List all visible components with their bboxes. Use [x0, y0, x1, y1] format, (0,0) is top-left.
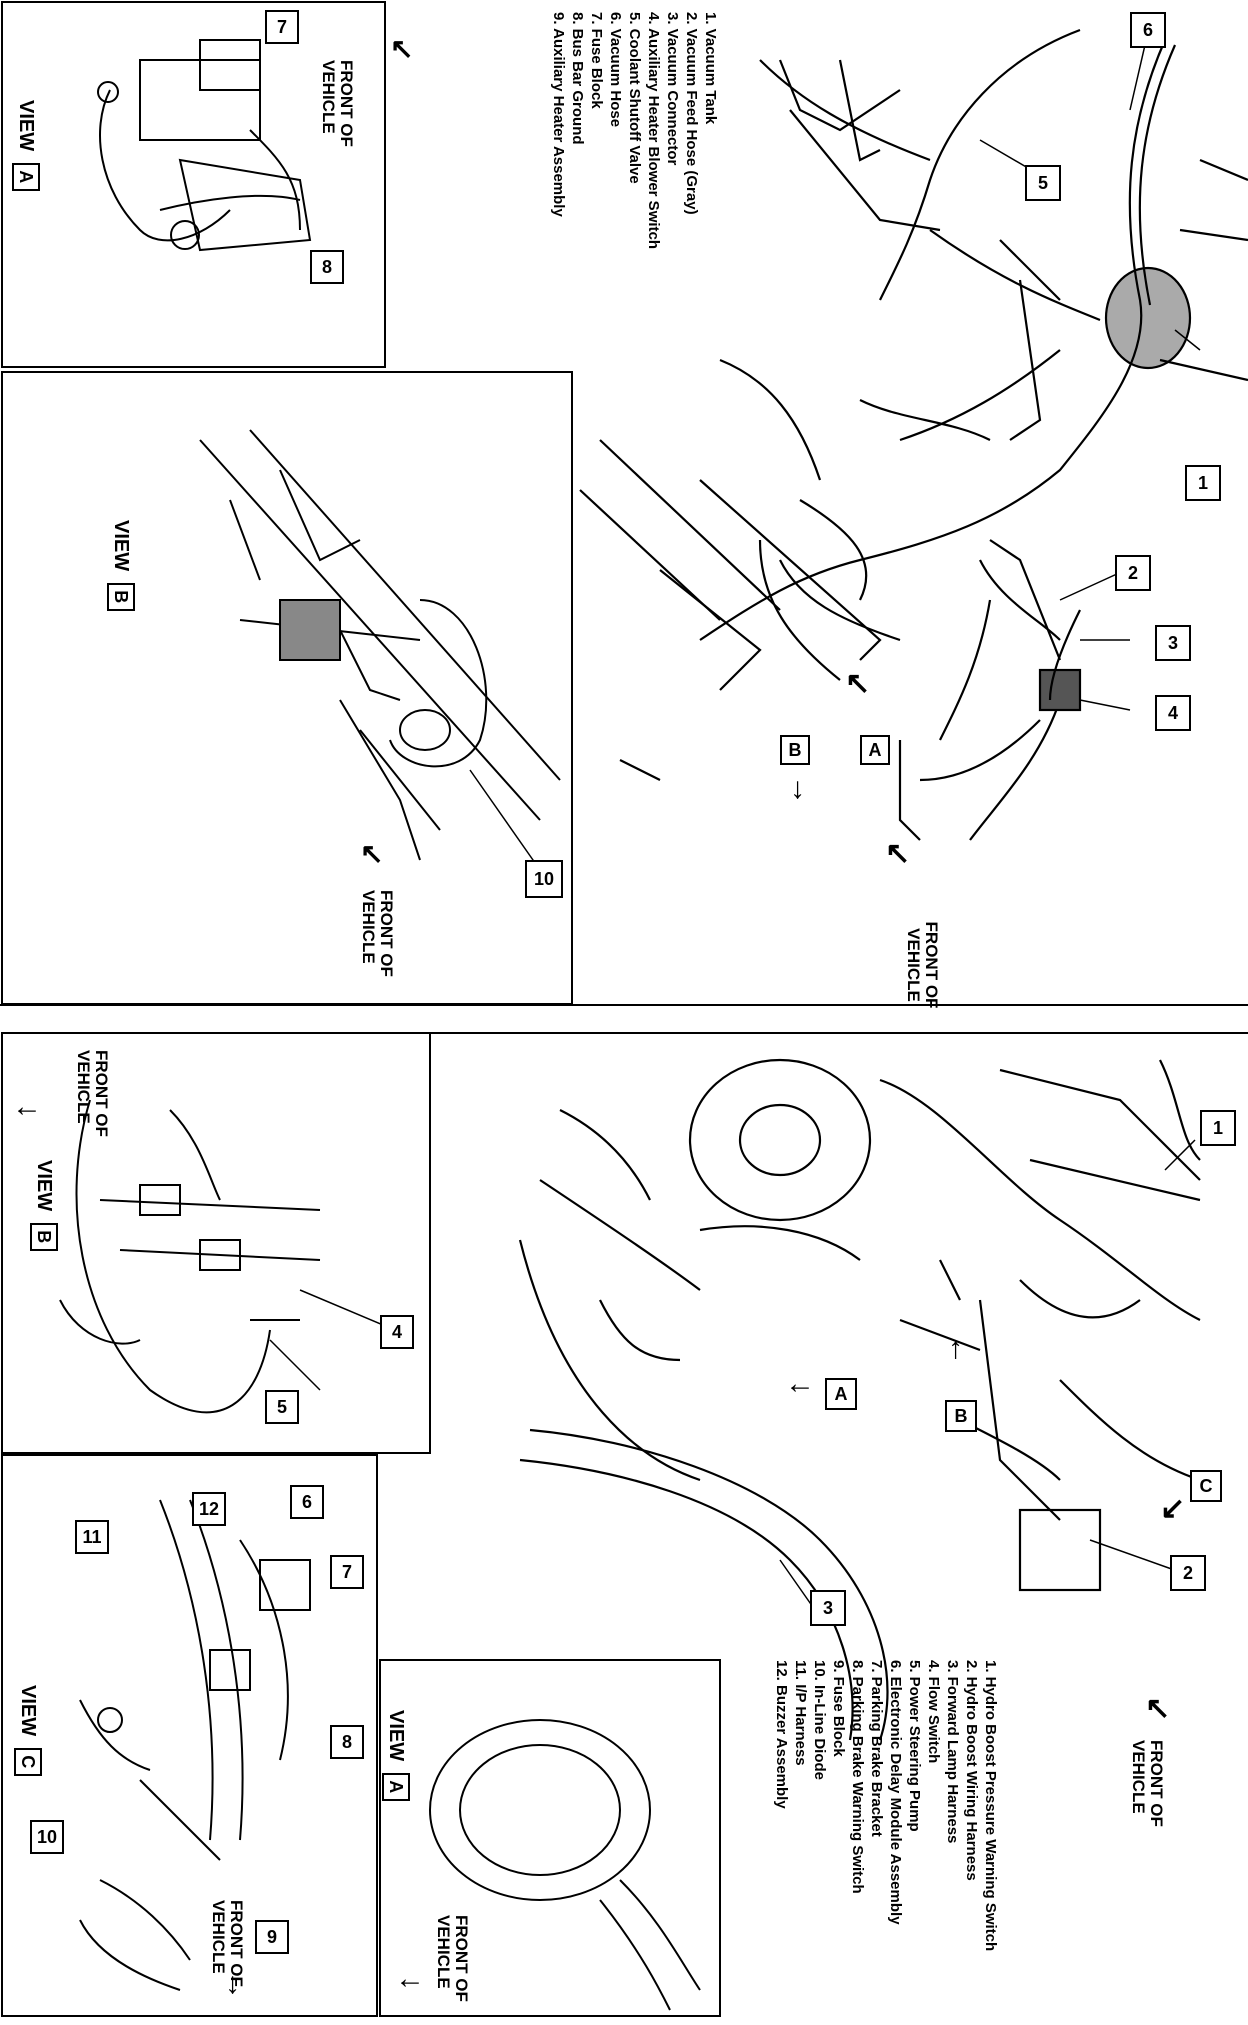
upper-legend-item: 4. Auxiliary Heater Blower Switch — [645, 12, 662, 250]
callout-upper-8: 8 — [310, 250, 344, 284]
arrow-up-icon: ↑ — [948, 1332, 963, 1365]
view-marker-lower-b: B — [945, 1400, 977, 1432]
lower-main-sketch — [518, 1058, 1201, 1741]
view-letter-box: C — [14, 1747, 42, 1776]
upper-view-a-sketch — [97, 39, 312, 252]
view-letter-box: A — [12, 162, 40, 191]
lower-legend-item: 9. Fuse Block — [830, 1660, 847, 1757]
lower-view-a-sketch — [429, 1719, 701, 2011]
lower-view-b-front-label: FRONT OF VEHICLE — [74, 1050, 111, 1137]
upper-legend-item: 2. Vacuum Feed Hose (Gray) — [683, 12, 700, 215]
arrow-up-left-icon: ↖ — [845, 667, 871, 700]
callout-upper-6: 6 — [1130, 12, 1166, 48]
upper-view-b-front-label: FRONT OF VEHICLE — [359, 890, 396, 977]
upper-view-b-sketch — [199, 429, 561, 861]
upper-view-a-title: VIEW A — [12, 100, 40, 191]
view-marker-upper-a: A — [860, 735, 890, 765]
lower-legend-item: 4. Flow Switch — [925, 1660, 942, 1764]
arrow-up-left-icon: ↖ — [360, 838, 384, 869]
arrow-left-icon: ← — [395, 1962, 425, 1995]
arrow-up-left-icon: ↖ — [1145, 1692, 1171, 1725]
lower-legend-item: 2. Hydro Boost Wiring Harness — [963, 1660, 980, 1881]
callout-lower-2: 2 — [1170, 1555, 1206, 1591]
arrow-left-icon: ← — [785, 1367, 815, 1400]
lower-front-label: FRONT OF VEHICLE — [1129, 1740, 1166, 1827]
upper-view-b-frame — [1, 371, 573, 1005]
callout-upper-5: 5 — [1025, 165, 1061, 201]
lower-legend-item: 8. Parking Brake Warning Switch — [849, 1660, 866, 1894]
arrow-down-icon: ↓ — [225, 1967, 240, 2000]
lower-view-b-frame — [1, 1032, 431, 1454]
arrow-down-icon: ↓ — [790, 772, 805, 805]
callout-lower-9: 9 — [255, 1920, 289, 1954]
arrow-up-left-icon: ↖ — [390, 33, 414, 64]
view-marker-lower-a: A — [825, 1378, 857, 1410]
upper-legend-item: 7. Fuse Block — [588, 12, 605, 109]
lower-legend-item: 5. Power Steering Pump — [906, 1660, 923, 1832]
view-marker-upper-b: B — [780, 735, 810, 765]
upper-view-a-frame — [1, 1, 386, 368]
callout-upper-3: 3 — [1155, 625, 1191, 661]
arrow-down-left-icon: ↙ — [1160, 1492, 1186, 1525]
callout-upper-4: 4 — [1155, 695, 1191, 731]
callout-lower-7: 7 — [330, 1555, 364, 1589]
lower-view-b-sketch — [59, 1099, 321, 1414]
lower-view-c-sketch — [79, 1499, 311, 1991]
arrow-up-left-icon: ↖ — [885, 837, 911, 870]
view-marker-lower-c: C — [1190, 1470, 1222, 1502]
arrow-left-icon: ← — [12, 1090, 42, 1123]
upper-legend-item: 5. Coolant Shutoff Valve — [626, 12, 643, 184]
callout-lower-12: 12 — [192, 1492, 226, 1526]
callout-lower-8: 8 — [330, 1725, 364, 1759]
view-letter-box: B — [107, 582, 135, 611]
callout-upper-2: 2 — [1115, 555, 1151, 591]
lower-legend: 1. Hydro Boost Pressure Warning Switch 2… — [772, 1660, 1000, 1951]
upper-view-b-title: VIEW B — [107, 520, 135, 611]
callout-upper-10: 10 — [525, 860, 563, 898]
lower-view-a-frame — [379, 1659, 721, 2017]
lower-view-c-frame — [1, 1454, 378, 2017]
upper-front-label: FRONT OF VEHICLE — [904, 921, 941, 1009]
lower-view-a-front-label: FRONT OF VEHICLE — [434, 1915, 471, 2002]
view-letter-box: A — [382, 1772, 410, 1801]
lower-legend-item: 3. Forward Lamp Harness — [944, 1660, 961, 1844]
callout-lower-3: 3 — [810, 1590, 846, 1626]
lower-legend-item: 1. Hydro Boost Pressure Warning Switch — [982, 1660, 999, 1952]
callout-upper-7: 7 — [265, 10, 299, 44]
callout-lower-6: 6 — [290, 1485, 324, 1519]
callout-lower-11: 11 — [75, 1520, 109, 1554]
lower-view-a-title: VIEW A — [382, 1710, 410, 1801]
callout-lower-1: 1 — [1200, 1110, 1236, 1146]
lower-legend-item: 7. Parking Brake Bracket — [868, 1660, 885, 1837]
lower-legend-item: 6. Electronic Delay Module Assembly — [887, 1660, 904, 1925]
lower-view-c-title: VIEW C — [14, 1685, 42, 1776]
callout-lower-5: 5 — [265, 1390, 299, 1424]
lower-legend-item: 10. In-Line Diode — [811, 1660, 828, 1781]
upper-legend: 1. Vacuum Tank 2. Vacuum Feed Hose (Gray… — [549, 12, 720, 249]
lower-view-b-title: VIEW B — [30, 1160, 58, 1251]
upper-main-sketch — [579, 28, 1248, 841]
callout-upper-1: 1 — [1185, 465, 1221, 501]
upper-legend-item: 8. Bus Bar Ground — [569, 12, 586, 145]
upper-legend-item: 9. Auxiliary Heater Assembly — [550, 12, 567, 217]
lower-legend-item: 11. I/P Harness — [792, 1660, 809, 1766]
callout-lower-10: 10 — [30, 1820, 64, 1854]
upper-legend-item: 3. Vacuum Connector — [664, 12, 681, 166]
view-letter-box: B — [30, 1222, 58, 1251]
lower-legend-item: 12. Buzzer Assembly — [773, 1660, 790, 1809]
upper-legend-item: 1. Vacuum Tank — [702, 12, 719, 125]
upper-legend-item: 6. Vacuum Hose — [607, 12, 624, 128]
upper-view-a-front-label: FRONT OF VEHICLE — [319, 60, 356, 147]
callout-lower-4: 4 — [380, 1315, 414, 1349]
